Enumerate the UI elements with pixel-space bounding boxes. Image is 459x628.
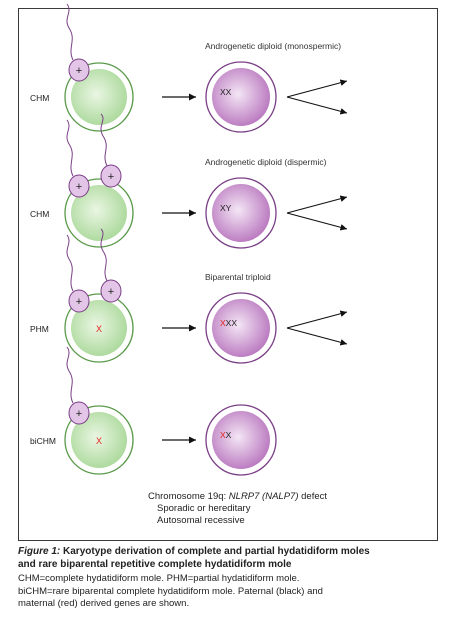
egg-cell bbox=[71, 69, 127, 125]
note-line-1: Chromosome 19q: NLRP7 (NALP7) defect bbox=[148, 491, 327, 502]
caption-title-line-1: Karyotype derivation of complete and par… bbox=[60, 546, 370, 557]
paternal-genes: XX bbox=[226, 318, 238, 328]
egg-cell bbox=[71, 185, 127, 241]
sperm-cell: + bbox=[66, 234, 90, 313]
zygote-cell bbox=[212, 299, 270, 357]
egg-cell bbox=[71, 412, 127, 468]
row-2: CHM + + XY Androgenetic diploid (dispermic) bbox=[30, 113, 348, 249]
paternal-genes: XY bbox=[220, 203, 232, 213]
maternal-genes: X bbox=[220, 318, 226, 328]
sperm-cell: + bbox=[100, 113, 122, 188]
karyotype-label: XX bbox=[220, 430, 232, 440]
karyotype-label: XXX bbox=[220, 318, 237, 328]
sperm-cell: + bbox=[66, 346, 90, 425]
note-line-2: Sporadic or hereditary bbox=[157, 503, 251, 514]
sperm-head bbox=[68, 58, 90, 82]
caption-body-line: maternal (red) derived genes are shown. bbox=[18, 598, 190, 609]
egg-chromosome-label: X bbox=[96, 436, 102, 446]
outcome-arrow-down bbox=[286, 327, 348, 346]
outcome-arrow-down bbox=[286, 212, 348, 231]
outcome-arrow-up bbox=[286, 195, 348, 214]
zygote-cell bbox=[212, 68, 270, 126]
sperm-symbol: + bbox=[76, 65, 82, 77]
outcome-arrow-up bbox=[286, 310, 348, 329]
row-label: CHM bbox=[30, 93, 49, 103]
sperm-head bbox=[68, 401, 90, 425]
sperm-tail bbox=[66, 119, 74, 177]
row-label: biCHM bbox=[30, 436, 56, 446]
sperm-tail bbox=[100, 113, 108, 167]
sperm-head bbox=[100, 164, 122, 188]
row-1: CHM + XX Androgenetic diploid (monospermic) bbox=[30, 3, 348, 133]
paternal-genes: X bbox=[226, 430, 232, 440]
note-line-3: Autosomal recessive bbox=[157, 515, 245, 526]
row-title: Androgenetic diploid (monospermic) bbox=[205, 41, 341, 51]
figure-caption-body: CHM=complete hydatidiform mole. PHM=part… bbox=[18, 573, 443, 611]
sperm-head bbox=[68, 289, 90, 313]
outcome-arrow-up bbox=[286, 79, 348, 98]
figure-caption-title: Figure 1: Karyotype derivation of comple… bbox=[18, 545, 443, 571]
zygote-cell bbox=[212, 184, 270, 242]
sperm-symbol: + bbox=[76, 296, 82, 308]
sperm-symbol: + bbox=[76, 181, 82, 193]
sperm-tail bbox=[66, 346, 74, 404]
sperm-tail bbox=[66, 234, 74, 292]
outcome-arrow-down bbox=[286, 96, 348, 115]
egg-chromosome-label: X bbox=[96, 324, 102, 334]
sperm-head bbox=[100, 279, 122, 303]
caption-body-line: biCHM=rare biparental complete hydatidif… bbox=[18, 585, 323, 597]
sperm-symbol: + bbox=[108, 286, 114, 298]
sperm-head bbox=[68, 174, 90, 198]
paternal-genes: XX bbox=[220, 87, 232, 97]
row-title: Androgenetic diploid (dispermic) bbox=[205, 157, 327, 167]
zygote-cell bbox=[212, 411, 270, 469]
row-title: Biparental triploid bbox=[205, 272, 271, 282]
sperm-cell: + bbox=[66, 3, 90, 82]
caption-body-line: CHM=complete hydatidiform mole. PHM=part… bbox=[18, 573, 300, 584]
karyotype-label: XY bbox=[220, 203, 232, 213]
caption-title-line-2: and rare biparental repetitive complete … bbox=[18, 559, 292, 570]
figure-label: Figure 1: bbox=[18, 546, 61, 557]
sperm-tail bbox=[66, 3, 74, 61]
sperm-symbol: + bbox=[108, 171, 114, 183]
karyotype-label: XX bbox=[220, 87, 232, 97]
sperm-cell: + bbox=[66, 119, 90, 198]
maternal-genes: X bbox=[220, 430, 226, 440]
egg-cell bbox=[71, 300, 127, 356]
sperm-symbol: + bbox=[76, 408, 82, 420]
row-label: PHM bbox=[30, 324, 49, 334]
inheritance-note: Chromosome 19q: NLRP7 (NALP7) defect Spo… bbox=[148, 491, 327, 526]
sperm-cell: + bbox=[100, 228, 122, 303]
row-label: CHM bbox=[30, 209, 49, 219]
sperm-tail bbox=[100, 228, 108, 282]
